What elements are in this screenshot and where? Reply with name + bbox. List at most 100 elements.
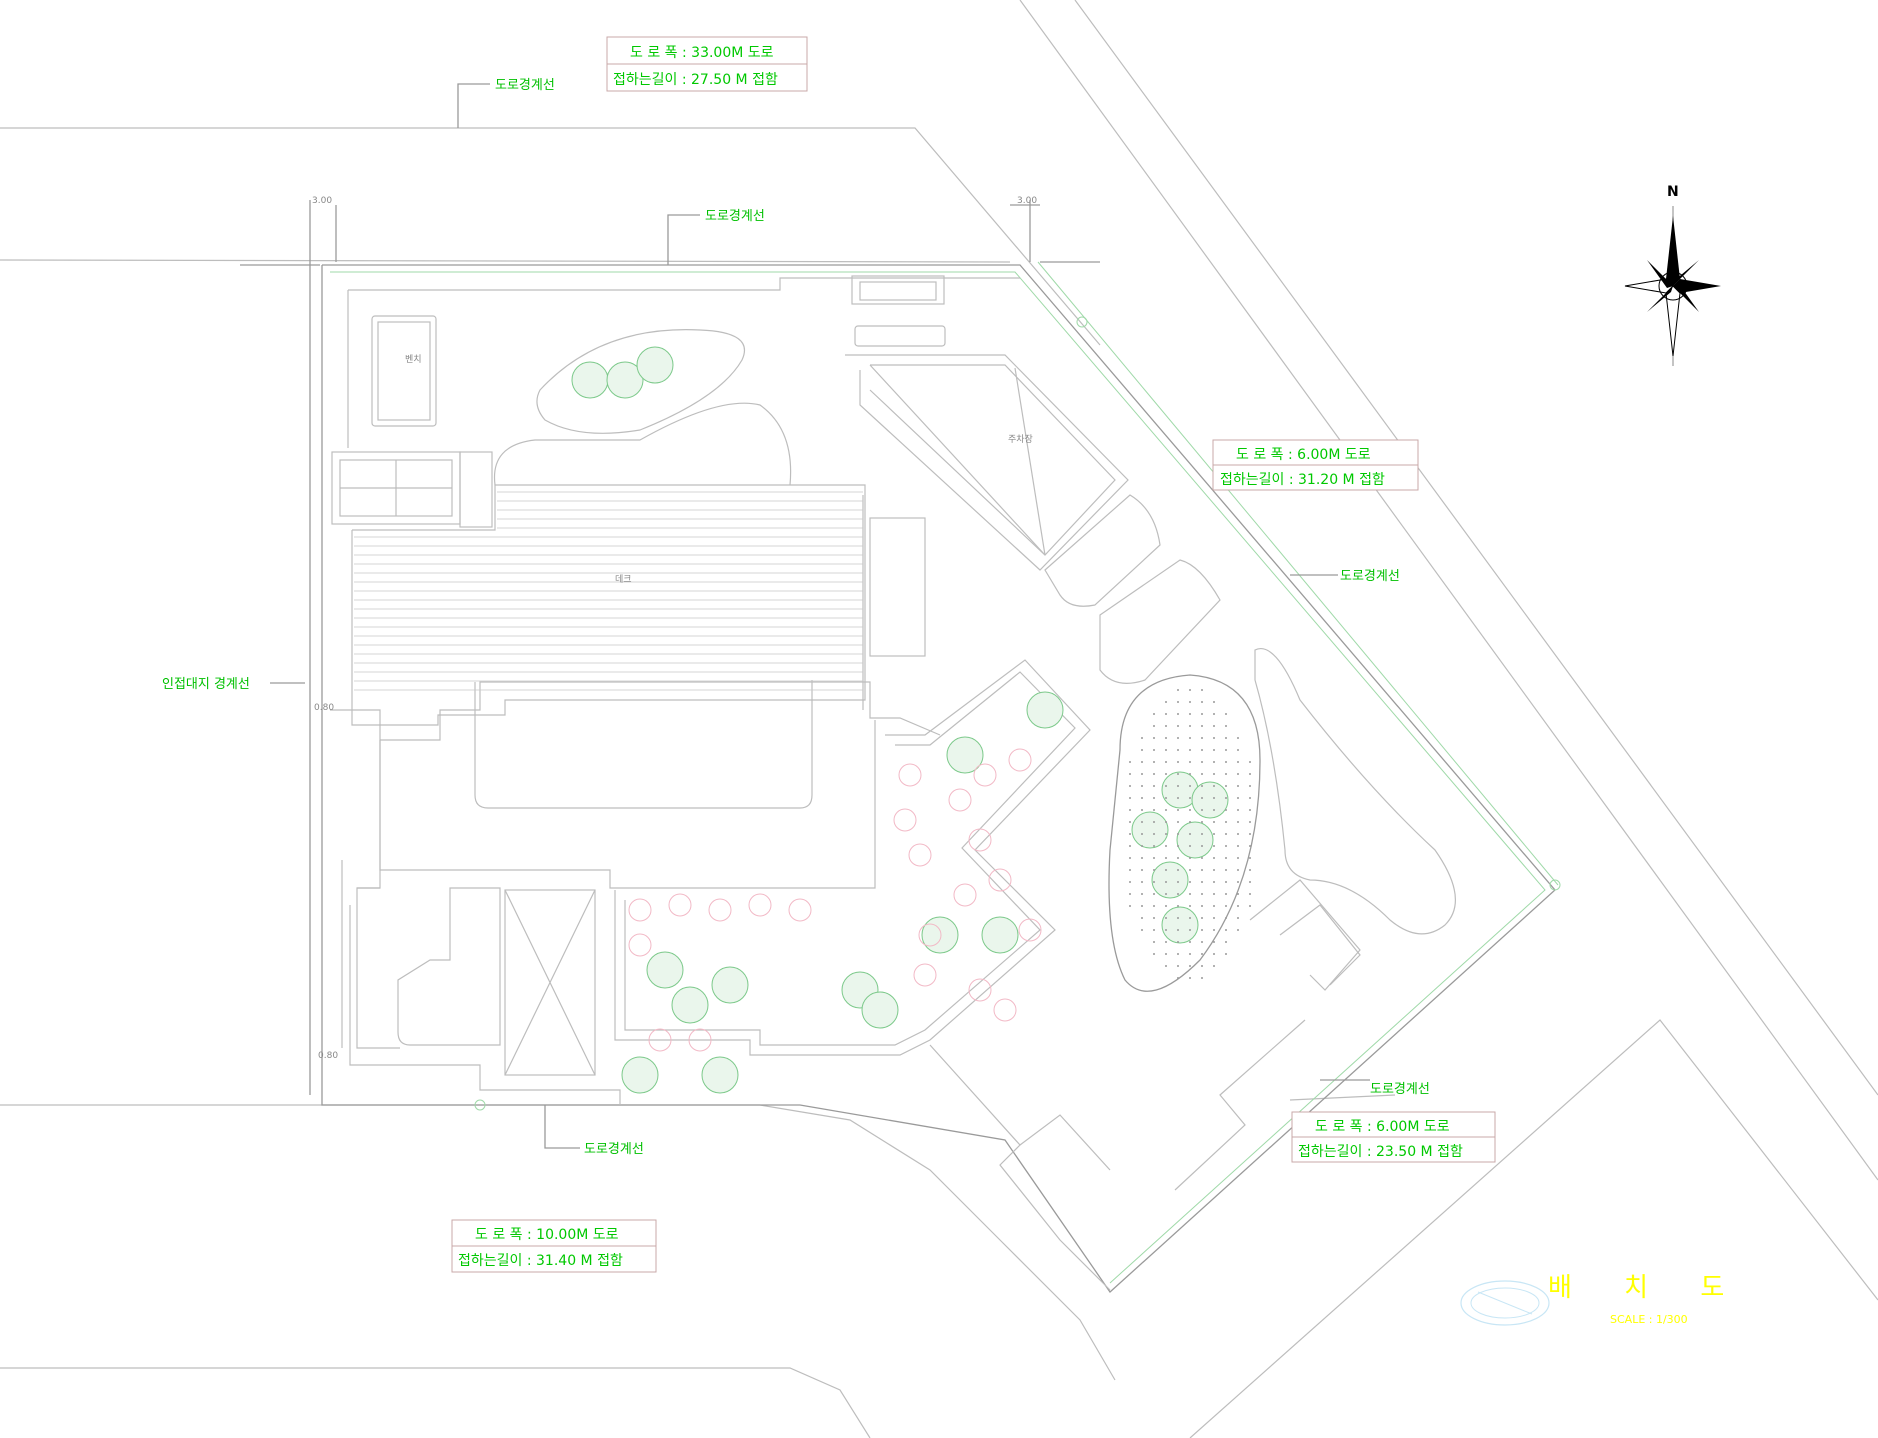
drawing-title: 배 치 도 <box>1548 1273 1746 1303</box>
ground-cover-dot <box>1177 701 1179 703</box>
ground-cover-dot <box>1189 821 1191 823</box>
ground-cover-dot <box>1129 905 1131 907</box>
road-frontage-north: 접하는길이 : 27.50 M 접함 <box>613 72 778 88</box>
ground-cover-dot <box>1213 917 1215 919</box>
ground-cover-dot <box>1189 797 1191 799</box>
ground-cover-dot <box>1201 917 1203 919</box>
ground-cover-dot <box>1165 941 1167 943</box>
ground-cover-dot <box>1141 845 1143 847</box>
ground-cover-dot <box>1213 893 1215 895</box>
ground-cover-dot <box>1165 701 1167 703</box>
ground-cover-dot <box>1213 833 1215 835</box>
ground-cover-dot <box>1201 869 1203 871</box>
ground-cover-dot <box>1153 941 1155 943</box>
ground-cover-dot <box>1129 821 1131 823</box>
ground-cover-dot <box>1201 749 1203 751</box>
ground-cover-dot <box>1177 713 1179 715</box>
ground-cover-dot <box>1237 917 1239 919</box>
ground-cover-dot <box>1165 893 1167 895</box>
ground-cover-dot <box>1177 797 1179 799</box>
ground-cover-dot <box>1249 785 1251 787</box>
ground-cover-dot <box>1225 713 1227 715</box>
planters <box>397 329 1456 1291</box>
north-arrow: N <box>1624 184 1721 366</box>
ground-cover-dot <box>1153 809 1155 811</box>
ground-cover-dot <box>1129 857 1131 859</box>
ground-cover-dot <box>1177 929 1179 931</box>
ground-cover-dot <box>1201 809 1203 811</box>
ground-cover-dot <box>1189 809 1191 811</box>
ground-cover-dot <box>1177 953 1179 955</box>
ground-cover-dot <box>1213 797 1215 799</box>
shrub-symbol <box>788 898 812 922</box>
ground-cover-dot <box>1189 917 1191 919</box>
shrub-symbol <box>648 1028 672 1052</box>
ground-cover-dot <box>1225 857 1227 859</box>
ground-cover-dot <box>1237 809 1239 811</box>
ground-cover-dot <box>1213 701 1215 703</box>
ground-cover-dot <box>1201 701 1203 703</box>
ground-cover-dot <box>1201 953 1203 955</box>
road-info-southeast: 도 로 폭 : 6.00M 도로 접하는길이 : 23.50 M 접함 <box>1291 1111 1496 1163</box>
tree-symbol <box>1026 691 1064 729</box>
ground-cover-dot <box>1153 881 1155 883</box>
ground-cover-dot <box>1213 773 1215 775</box>
ground-cover-dot <box>1189 965 1191 967</box>
ground-cover-dot <box>1177 785 1179 787</box>
ground-cover-dot <box>1213 941 1215 943</box>
ground-cover-dot <box>1141 929 1143 931</box>
road-boundary-label-southeast: 도로경계선 <box>1370 1082 1430 1097</box>
ground-cover-dot <box>1153 797 1155 799</box>
ground-cover-dot <box>1153 845 1155 847</box>
ground-cover-dot <box>1213 713 1215 715</box>
road-frontage-east: 접하는길이 : 31.20 M 접함 <box>1220 472 1385 488</box>
ground-cover-dot <box>1237 785 1239 787</box>
road-boundary-label-south: 도로경계선 <box>584 1142 644 1157</box>
ground-cover-dot <box>1165 761 1167 763</box>
ground-cover-dot <box>1177 725 1179 727</box>
ground-cover-dot <box>1165 773 1167 775</box>
shrub-symbol <box>953 883 977 907</box>
ground-cover-dot <box>1225 749 1227 751</box>
ground-cover-dot <box>1213 761 1215 763</box>
ground-cover-dot <box>1165 917 1167 919</box>
shrub-symbol <box>988 868 1012 892</box>
shrub-symbol <box>973 763 997 787</box>
north-label: N <box>1667 184 1679 200</box>
shrub-symbol <box>688 1028 712 1052</box>
tree-symbol <box>621 1056 659 1094</box>
ground-cover-dot <box>1201 785 1203 787</box>
shrub-symbol <box>968 828 992 852</box>
ground-cover-dot <box>1129 845 1131 847</box>
shrub-symbol <box>668 893 692 917</box>
ground-cover-dot <box>1141 833 1143 835</box>
ground-cover-dot <box>1237 857 1239 859</box>
road-frontage-south: 접하는길이 : 31.40 M 접함 <box>458 1253 623 1269</box>
shrub-symbol <box>1008 748 1032 772</box>
ground-cover-dot <box>1201 929 1203 931</box>
ground-cover-dot <box>1249 821 1251 823</box>
ground-cover-dot <box>1165 737 1167 739</box>
ground-cover-dot <box>1225 893 1227 895</box>
ground-cover-dot <box>1249 869 1251 871</box>
ground-cover-dot <box>1201 761 1203 763</box>
ground-cover-dot <box>1225 761 1227 763</box>
ground-cover-dot <box>1237 833 1239 835</box>
ground-cover-dot <box>1213 953 1215 955</box>
deck-area <box>351 484 866 726</box>
ground-cover-dot <box>1129 797 1131 799</box>
ground-cover-dot <box>1225 929 1227 931</box>
ground-cover-dot <box>1213 809 1215 811</box>
ground-cover-dot <box>1165 965 1167 967</box>
ground-cover-dot <box>1189 905 1191 907</box>
ground-cover-dot <box>1201 797 1203 799</box>
tree-symbol <box>571 361 609 399</box>
ground-cover-dot <box>1177 749 1179 751</box>
ground-cover-dot <box>1141 917 1143 919</box>
ground-cover-dot <box>1153 857 1155 859</box>
ground-cover-dot <box>1201 893 1203 895</box>
tree-symbol <box>606 361 644 399</box>
ground-cover-dot <box>1249 893 1251 895</box>
ground-cover-dot <box>1237 773 1239 775</box>
ground-cover-dot <box>1213 905 1215 907</box>
